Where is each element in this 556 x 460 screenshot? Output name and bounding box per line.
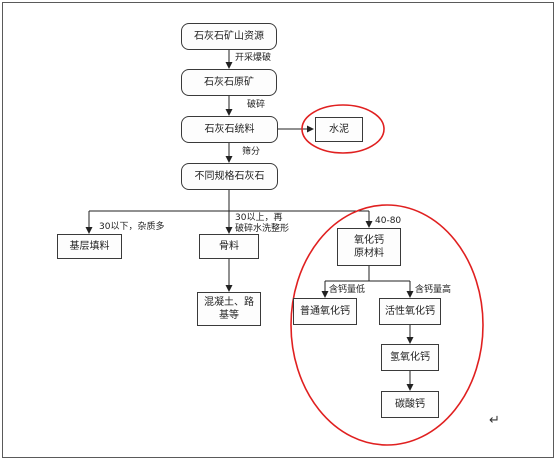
node-aggregate: 骨料	[199, 234, 259, 259]
cement-highlight	[301, 104, 385, 154]
node-feed-label: 石灰石统料	[204, 124, 255, 135]
node-ore: 石灰石原矿	[181, 69, 277, 96]
node-base-label: 基层填料	[69, 241, 110, 252]
node-feed: 石灰石统料	[181, 116, 278, 143]
cao-branch-highlight	[290, 204, 484, 446]
node-ordinary-cao-label: 普通氧化钙	[300, 306, 350, 317]
node-cao-raw-line1: 氧化钙	[354, 235, 384, 246]
node-cao-raw-line2: 原材料	[354, 248, 384, 259]
node-active-cao-label: 活性氧化钙	[385, 306, 435, 317]
node-screened: 不同规格石灰石	[181, 163, 278, 190]
label-below30: 30以下，杂质多	[99, 222, 165, 232]
label-crushing: 破碎	[247, 100, 266, 110]
label-above30-line1: 30以上，再	[235, 213, 283, 223]
node-concrete-line2: 基等	[219, 310, 239, 321]
label-above30-line2: 破碎水洗整形	[235, 224, 290, 234]
node-ore-label: 石灰石原矿	[204, 77, 254, 88]
node-screened-label: 不同规格石灰石	[194, 171, 265, 182]
label-blasting: 开采爆破	[235, 53, 272, 63]
node-base: 基层填料	[57, 234, 122, 259]
label-high-ca: 含钙量高	[415, 285, 452, 295]
node-carbonate-label: 碳酸钙	[395, 399, 425, 410]
label-above30: 30以上，再 破碎水洗整形	[235, 213, 289, 235]
node-hydroxide-label: 氢氧化钙	[390, 352, 430, 363]
node-hydroxide: 氢氧化钙	[381, 344, 439, 371]
return-symbol: ↵	[489, 413, 500, 428]
node-cao-raw: 氧化钙 原材料	[337, 228, 401, 266]
node-concrete-line1: 混凝土、路	[204, 297, 254, 308]
node-active-cao: 活性氧化钙	[379, 298, 441, 325]
flowchart-connectors	[85, 50, 484, 446]
node-cement-label: 水泥	[329, 124, 349, 135]
node-carbonate: 碳酸钙	[381, 391, 439, 418]
label-screening: 筛分	[242, 147, 261, 157]
node-mine: 石灰石矿山资源	[181, 23, 277, 50]
node-mine-label: 石灰石矿山资源	[194, 31, 264, 42]
node-concrete: 混凝土、路 基等	[197, 292, 261, 326]
node-aggregate-label: 骨料	[219, 241, 239, 252]
label-range: 40-80	[375, 216, 402, 226]
label-low-ca: 含钙量低	[329, 285, 366, 295]
node-ordinary-cao: 普通氧化钙	[293, 298, 357, 325]
node-cement: 水泥	[315, 117, 363, 142]
